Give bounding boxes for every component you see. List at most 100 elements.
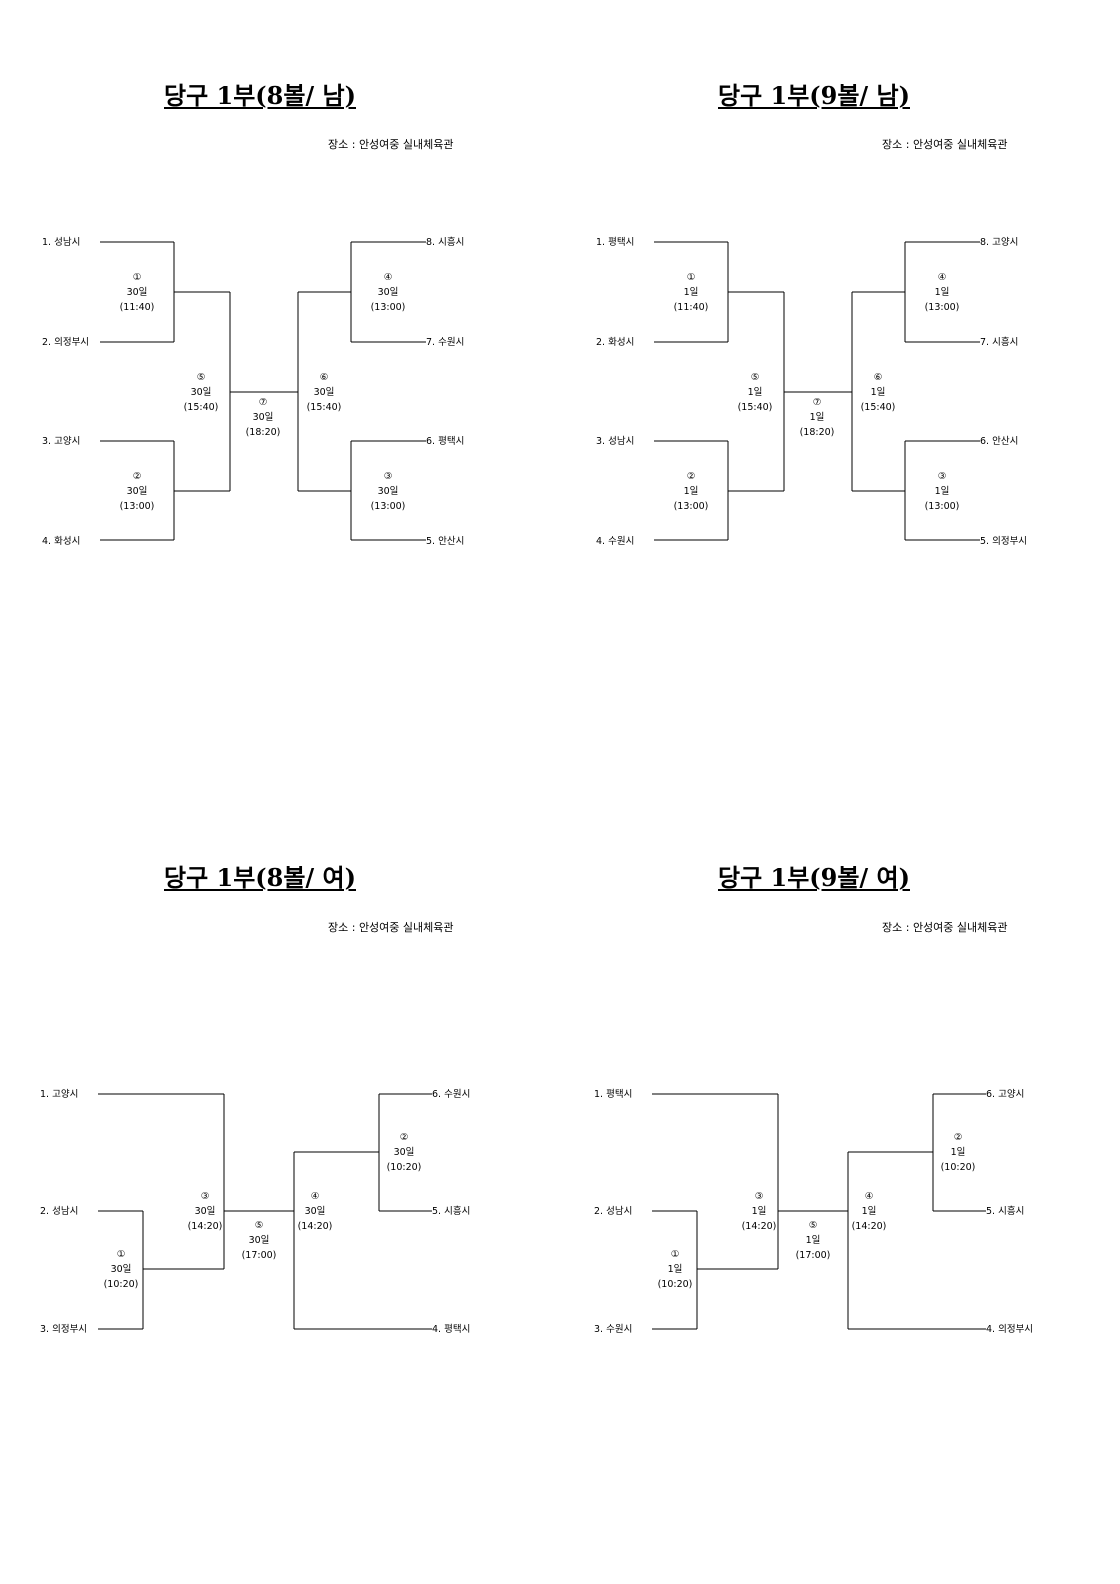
match-day: 30일 — [305, 1206, 326, 1217]
match-time: (17:00) — [796, 1250, 831, 1261]
match-time: (13:00) — [120, 501, 155, 512]
team-label: 1. 고양시 — [40, 1089, 78, 1100]
team-label: 8. 시흥시 — [426, 236, 464, 248]
match-day: 30일 — [127, 486, 148, 497]
match-time: (17:00) — [242, 1250, 277, 1261]
team-label: 5. 안산시 — [426, 536, 464, 547]
match-number: ④ — [865, 1191, 874, 1202]
bracket-title-9ball-men: 당구 1부(9볼/ 남) — [718, 81, 910, 110]
match-time: (14:20) — [298, 1221, 333, 1232]
match-time: (14:20) — [852, 1221, 887, 1232]
match-number: ⑤ — [255, 1220, 264, 1231]
team-label: 1. 평택시 — [594, 1089, 632, 1100]
match-day: 30일 — [253, 412, 274, 423]
match-time: (15:40) — [184, 402, 219, 413]
match-number: ② — [687, 471, 696, 482]
match-number: ⑦ — [813, 397, 822, 408]
match-number: ⑤ — [809, 1220, 818, 1231]
team-label: 5. 시흥시 — [432, 1205, 470, 1217]
match-day: 30일 — [195, 1206, 216, 1217]
team-label: 4. 화성시 — [42, 536, 80, 547]
team-label: 4. 평택시 — [432, 1324, 470, 1335]
match-day: 30일 — [378, 287, 399, 298]
team-label: 1. 평택시 — [596, 237, 634, 248]
match-day: 1일 — [684, 287, 699, 298]
match-number: ① — [687, 272, 696, 283]
match-time: (18:20) — [800, 427, 835, 438]
match-day: 1일 — [668, 1264, 683, 1275]
team-label: 6. 평택시 — [426, 436, 464, 447]
match-number: ④ — [938, 272, 947, 283]
match-day: 30일 — [191, 387, 212, 398]
match-time: (10:20) — [387, 1162, 422, 1173]
match-time: (13:00) — [674, 501, 709, 512]
match-time: (11:40) — [120, 302, 155, 313]
match-number: ① — [117, 1249, 126, 1260]
match-number: ② — [400, 1132, 409, 1143]
team-label: 8. 고양시 — [980, 237, 1018, 248]
match-number: ③ — [384, 471, 393, 482]
match-number: ③ — [755, 1191, 764, 1202]
match-day: 1일 — [935, 486, 950, 497]
match-day: 30일 — [394, 1147, 415, 1158]
match-number: ⑦ — [259, 397, 268, 408]
match-number: ② — [954, 1132, 963, 1143]
match-day: 30일 — [314, 387, 335, 398]
match-time: (10:20) — [104, 1279, 139, 1290]
bracket-title-9ball-women: 당구 1부(9볼/ 여) — [718, 863, 910, 892]
venue-label: 장소 : 안성여중 실내체육관 — [328, 921, 454, 934]
match-number: ⑥ — [874, 372, 883, 383]
match-time: (13:00) — [371, 501, 406, 512]
team-label: 7. 수원시 — [426, 337, 464, 348]
match-day: 1일 — [806, 1235, 821, 1246]
venue-label: 장소 : 안성여중 실내체육관 — [882, 138, 1008, 151]
team-label: 1. 성남시 — [42, 237, 80, 248]
team-label: 6. 고양시 — [986, 1089, 1024, 1100]
bracket-9ball-men: 1. 평택시 2. 화성시 3. 성남시 4. 수원시 8. 고양시 7. 시흥시 6. 안… — [596, 237, 1027, 547]
match-day: 1일 — [810, 412, 825, 423]
match-number: ④ — [384, 272, 393, 283]
team-label: 2. 성남시 — [594, 1206, 632, 1217]
match-number: ⑤ — [751, 372, 760, 383]
team-label: 2. 의정부시 — [42, 337, 89, 348]
match-day: 1일 — [862, 1206, 877, 1217]
team-label: 5. 시흥시 — [986, 1205, 1024, 1217]
match-time: (15:40) — [861, 402, 896, 413]
team-label: 2. 화성시 — [596, 337, 634, 348]
match-time: (13:00) — [925, 302, 960, 313]
match-time: (10:20) — [658, 1279, 693, 1290]
team-label: 5. 의정부시 — [980, 536, 1027, 547]
match-day: 30일 — [378, 486, 399, 497]
match-time: (11:40) — [674, 302, 709, 313]
match-day: 1일 — [752, 1206, 767, 1217]
team-label: 3. 성남시 — [596, 436, 634, 447]
venue-label: 장소 : 안성여중 실내체육관 — [882, 921, 1008, 934]
team-label: 6. 안산시 — [980, 436, 1018, 447]
match-number: ② — [133, 471, 142, 482]
match-time: (14:20) — [742, 1221, 777, 1232]
match-time: (13:00) — [925, 501, 960, 512]
match-time: (15:40) — [738, 402, 773, 413]
team-label: 3. 의정부시 — [40, 1324, 87, 1335]
bracket-title-8ball-men: 당구 1부(8볼/ 남) — [164, 81, 356, 110]
match-day: 1일 — [951, 1147, 966, 1158]
match-day: 30일 — [249, 1235, 270, 1246]
match-time: (14:20) — [188, 1221, 223, 1232]
match-day: 1일 — [935, 287, 950, 298]
match-number: ⑥ — [320, 372, 329, 383]
match-day: 30일 — [127, 287, 148, 298]
match-number: ① — [133, 272, 142, 283]
match-day: 1일 — [871, 387, 886, 398]
team-label: 6. 수원시 — [432, 1089, 470, 1100]
match-number: ④ — [311, 1191, 320, 1202]
team-label: 7. 시흥시 — [980, 336, 1018, 348]
match-time: (13:00) — [371, 302, 406, 313]
venue-label: 장소 : 안성여중 실내체육관 — [328, 138, 454, 151]
team-label: 4. 수원시 — [596, 536, 634, 547]
match-number: ③ — [201, 1191, 210, 1202]
team-label: 4. 의정부시 — [986, 1324, 1033, 1335]
match-number: ⑤ — [197, 372, 206, 383]
